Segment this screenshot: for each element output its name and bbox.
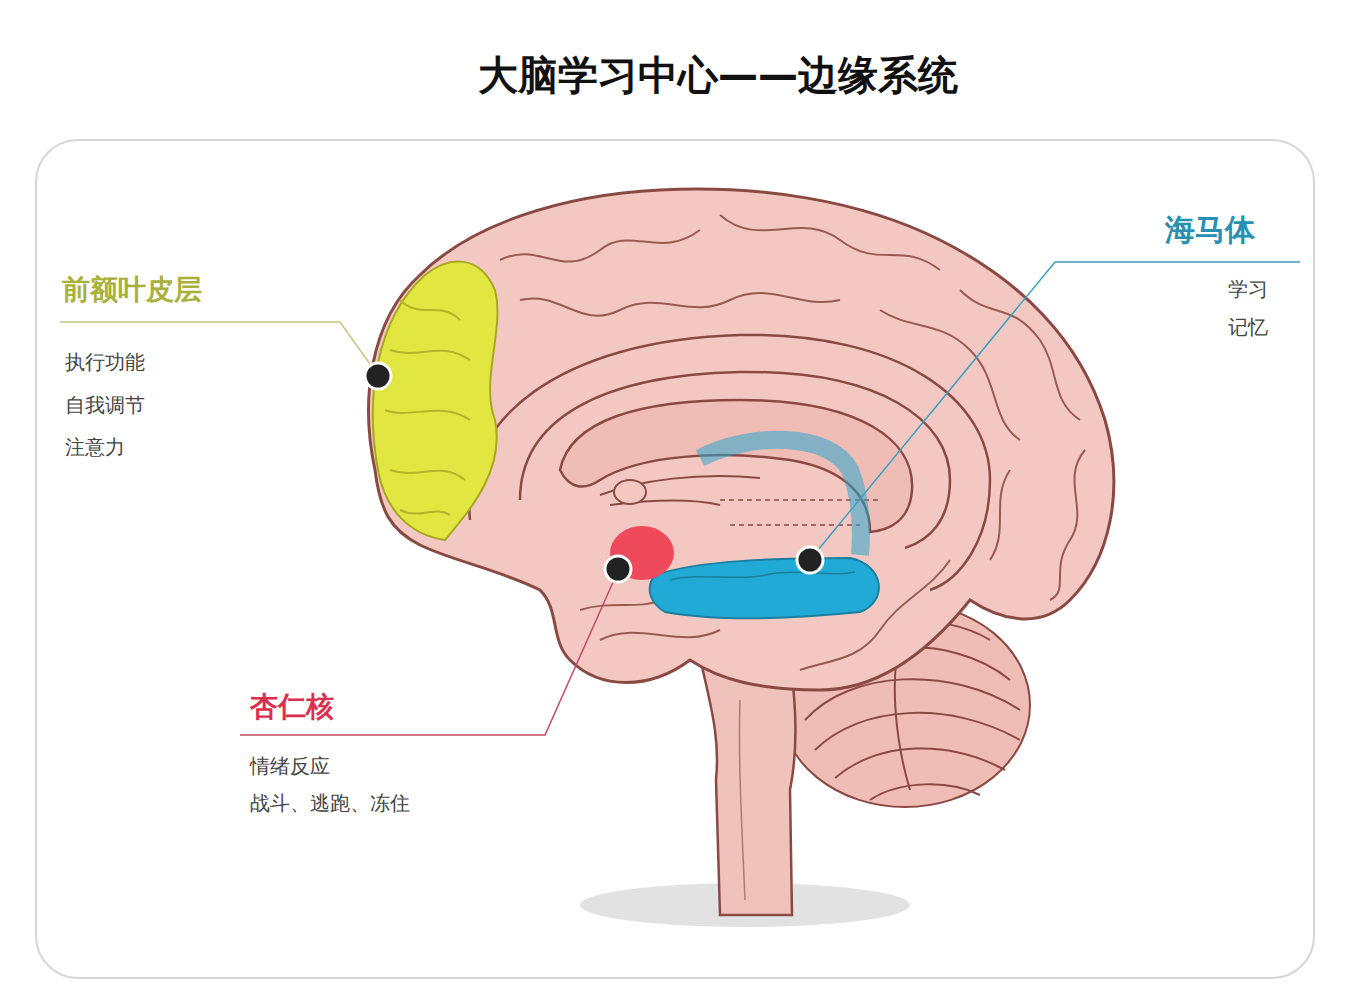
function-text: 情绪反应 <box>250 754 330 778</box>
function-text: 注意力 <box>65 435 125 459</box>
function-text: 记忆 <box>1228 315 1268 339</box>
corpus-callosum <box>469 335 990 590</box>
function-text: 执行功能 <box>65 350 145 374</box>
function-text: 学习 <box>1228 277 1268 301</box>
cerebrum <box>369 189 1114 690</box>
gyri <box>500 215 1085 670</box>
leader-line <box>818 262 1300 550</box>
panel-frame <box>36 140 1314 978</box>
diagram-title: 大脑学习中心——边缘系统 <box>478 51 958 99</box>
prefrontal-cortex <box>373 261 498 540</box>
function-text: 战斗、逃跑、冻住 <box>250 791 410 815</box>
region-name: 杏仁核 <box>250 690 334 724</box>
marker-dot <box>797 547 823 573</box>
marker-dot <box>605 556 631 582</box>
region-name: 前额叶皮层 <box>62 273 202 307</box>
leader-line <box>240 580 614 735</box>
region-name: 海马体 <box>1165 212 1255 248</box>
function-text: 自我调节 <box>65 393 145 417</box>
marker-dot <box>365 363 391 389</box>
hippocampus <box>650 440 879 618</box>
